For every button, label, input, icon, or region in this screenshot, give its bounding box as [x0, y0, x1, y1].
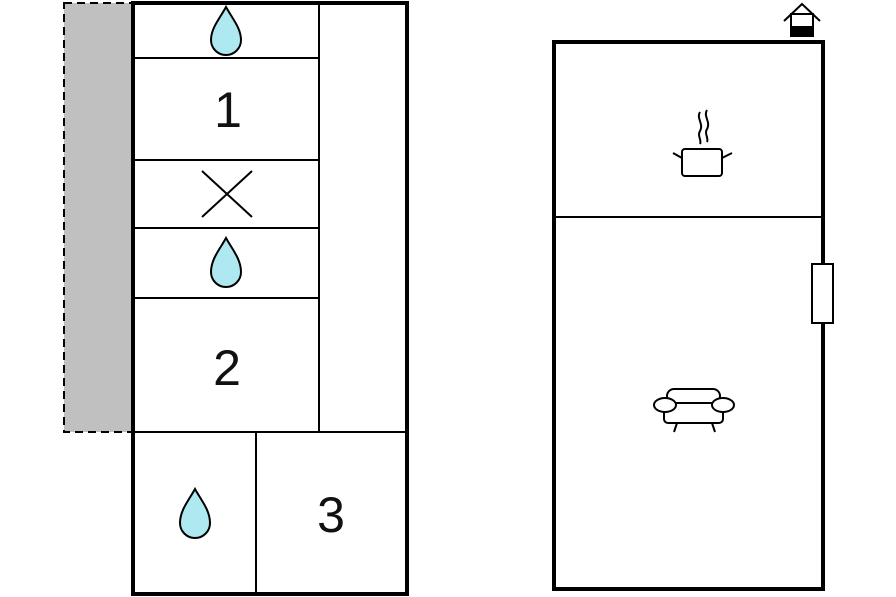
- right-building: [552, 2, 834, 591]
- sofa-icon: [653, 388, 735, 433]
- room-3-label: 3: [317, 487, 345, 543]
- water-drop-icon: [209, 4, 243, 56]
- water-drop-icon: [178, 486, 212, 539]
- cooking-pot-icon: [672, 109, 733, 177]
- room-2-label: 2: [213, 340, 241, 396]
- window-icon: [811, 263, 834, 324]
- room-1-label: 1: [214, 82, 242, 138]
- left-building: 1 2 3: [131, 1, 409, 596]
- water-drop-icon: [209, 235, 243, 288]
- cross-icon: [201, 170, 253, 218]
- house-icon: [783, 2, 821, 37]
- right-building-outline: [552, 40, 825, 591]
- terrace-area: [63, 2, 133, 433]
